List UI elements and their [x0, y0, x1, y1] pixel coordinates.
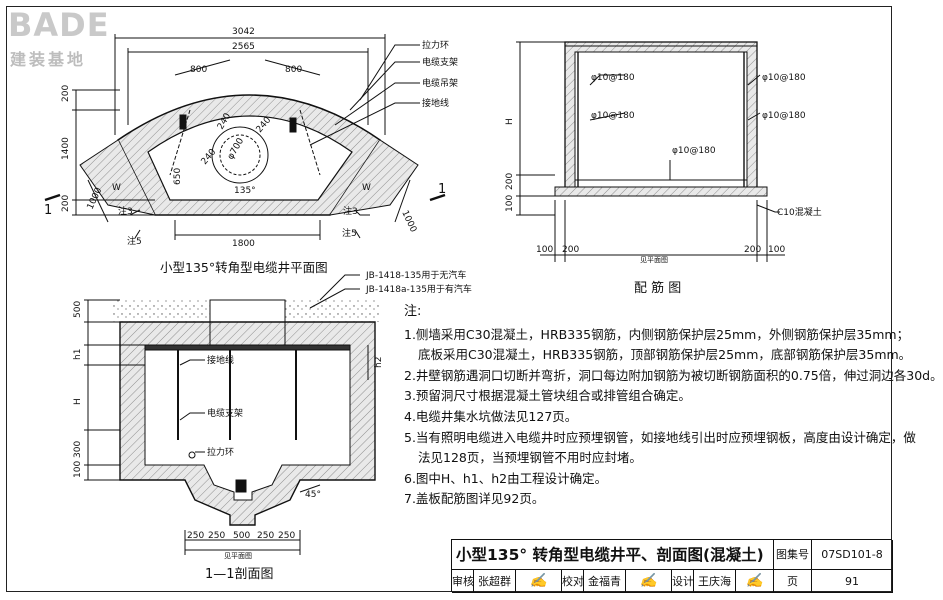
section-label-pull-ring: 拉力环	[207, 446, 234, 458]
plan-angle: 135°	[234, 186, 256, 196]
plan-dim-arm-left: 800	[190, 65, 207, 75]
section-dim-b1: 250	[187, 531, 204, 541]
section-dim-b5: 250	[278, 531, 295, 541]
plan-dim-depth: 1400	[61, 137, 71, 160]
section-dim-h1: h1	[73, 349, 83, 360]
note-2: 2.井壁钢筋遇洞口切断并弯折，洞口每边附加钢筋为被切断钢筋面积的0.75倍，伸过…	[404, 367, 943, 383]
plan-dim-inner: 2565	[232, 42, 255, 52]
plan-note5-left: 注5	[127, 235, 142, 247]
section-label-ground-wire: 接地线	[207, 354, 234, 366]
plan-dim-w-left: W	[112, 183, 121, 193]
design-label: 设计	[672, 570, 694, 593]
rebar-text: φ10@180 φ10@180 φ10@180 φ10@180 φ10@180 …	[505, 73, 822, 296]
plan-dim-right-w: 1000	[399, 209, 418, 234]
checker-signature: ✍	[626, 570, 672, 593]
section-dim-500: 500	[73, 301, 83, 318]
rebar-spec-2: φ10@180	[762, 73, 806, 83]
rebar-dim-200: 200	[505, 173, 515, 190]
plan-dim-w-right: W	[362, 183, 371, 193]
plan-label-ground-wire: 接地线	[422, 97, 449, 109]
plan-dim-wall-bottom: 200	[61, 195, 71, 212]
section-caption: 1—1剖面图	[205, 567, 274, 582]
note-5-cont: 法见128页，当预埋钢管不用时应封堵。	[418, 450, 642, 466]
section-dim-300: 300	[73, 441, 83, 458]
notes-head: 注:	[404, 304, 422, 319]
plan-dim-left-w: 1000	[86, 186, 105, 211]
check-label: 校对	[562, 570, 584, 593]
plan-label-cable-bracket: 电缆支架	[422, 56, 458, 68]
rebar-spec-4: φ10@180	[762, 111, 806, 121]
rebar-dim-b4: 100	[768, 245, 785, 255]
rebar-dim-b1: 100	[536, 245, 553, 255]
bade-logo: BADE 建装基地	[8, 6, 138, 69]
plan-view	[44, 34, 446, 240]
section-view	[84, 274, 380, 555]
drawing-title: 小型135° 转角型电缆井平、剖面图(混凝土)	[452, 540, 774, 570]
note-1: 1.侧墙采用C30混凝土，HRB335钢筋，内侧钢筋保护层25mm，外侧钢筋保护…	[404, 326, 910, 342]
rebar-spec-5: φ10@180	[672, 146, 716, 156]
rebar-dim-100: 100	[505, 195, 515, 212]
checker-name: 金福青	[584, 570, 626, 593]
logo-name: BADE	[8, 6, 110, 44]
plan-section-mark-right: 1	[438, 182, 446, 197]
note-4: 4.电缆井集水坑做法见127页。	[404, 408, 578, 424]
section-dim-h: H	[73, 398, 83, 405]
section-dim-h2: h2	[374, 357, 384, 368]
section-dim-b4: 250	[257, 531, 274, 541]
plan-dim-h650: 650	[173, 168, 183, 185]
section-dim-100: 100	[73, 461, 83, 478]
rebar-dim-h: H	[505, 118, 515, 125]
section-dim-b3: 500	[233, 531, 250, 541]
atlas-number: 07SD101-8	[812, 540, 893, 570]
note-6: 6.图中H、h1、h2由工程设计确定。	[404, 470, 608, 486]
rebar-dim-b2: 200	[562, 245, 579, 255]
plan-dim-base: 1800	[232, 239, 255, 249]
designer-name: 王庆海	[694, 570, 736, 593]
rebar-spec-1: φ10@180	[591, 73, 635, 83]
plan-note3-left: 注3	[118, 205, 133, 217]
plan-section-mark-left: 1	[44, 203, 52, 218]
note-7: 7.盖板配筋图详见92页。	[404, 491, 545, 507]
plan-caption: 小型135°转角型电缆井平面图	[160, 260, 328, 275]
section-cover-b: JB-1418a-135用于有汽车	[365, 283, 472, 295]
plan-label-cable-hanger: 电缆吊架	[422, 77, 458, 89]
notes-block: 注: 1.侧墙采用C30混凝土，HRB335钢筋，内侧钢筋保护层25mm，外侧钢…	[404, 302, 943, 510]
rebar-view	[516, 41, 785, 262]
review-label: 审核	[452, 570, 474, 593]
drawings-svg: 3042 2565 800 800 200 1400 200 1000 1000…	[44, 27, 822, 582]
note-5: 5.当有照明电缆进入电缆井时应预埋钢管，如接地线引出时应预埋钢板，高度由设计确定…	[404, 429, 916, 445]
section-cover-a: JB-1418-135用于无汽车	[365, 269, 466, 281]
page-label: 页	[774, 570, 812, 593]
drawing-frame	[6, 6, 892, 592]
atlas-label: 图集号	[774, 540, 812, 570]
rebar-span: 见平面图	[640, 256, 668, 264]
note-1-cont: 底板采用C30混凝土，HRB335钢筋，顶部钢筋保护层25mm，底部钢筋保护层3…	[418, 347, 912, 363]
title-block: 小型135° 转角型电缆井平、剖面图(混凝土) 图集号 07SD101-8 审核…	[451, 539, 893, 593]
section-text: JB-1418-135用于无汽车 JB-1418a-135用于有汽车 500 h…	[73, 269, 472, 582]
section-label-cable-bracket: 电缆支架	[207, 407, 243, 419]
rebar-dim-b3: 200	[744, 245, 761, 255]
plan-label-pull-ring: 拉力环	[422, 39, 449, 51]
rebar-concrete: C10混凝土	[777, 206, 822, 218]
plan-note3-right: 注3	[343, 205, 358, 217]
plan-dim-wall-top: 200	[61, 85, 71, 102]
section-dim-b2: 250	[208, 531, 225, 541]
reviewer-signature: ✍	[516, 570, 562, 593]
plan-note5-right: 注5	[342, 227, 357, 239]
page-number: 91	[812, 570, 893, 593]
plan-dim-arm-right: 800	[285, 65, 302, 75]
section-angle: 45°	[305, 490, 321, 500]
reviewer-name: 张超群	[474, 570, 516, 593]
designer-signature: ✍	[736, 570, 774, 593]
rebar-caption: 配 筋 图	[634, 280, 681, 296]
note-3: 3.预留洞尺寸根据混凝土管块组合或排管组合确定。	[404, 388, 691, 404]
section-span: 见平面图	[224, 552, 252, 560]
plan-dim-overall: 3042	[232, 27, 255, 37]
logo-subtitle: 建装基地	[10, 50, 87, 69]
drawing-sheet: BADE 建装基地	[6, 6, 943, 593]
rebar-spec-3: φ10@180	[591, 111, 635, 121]
